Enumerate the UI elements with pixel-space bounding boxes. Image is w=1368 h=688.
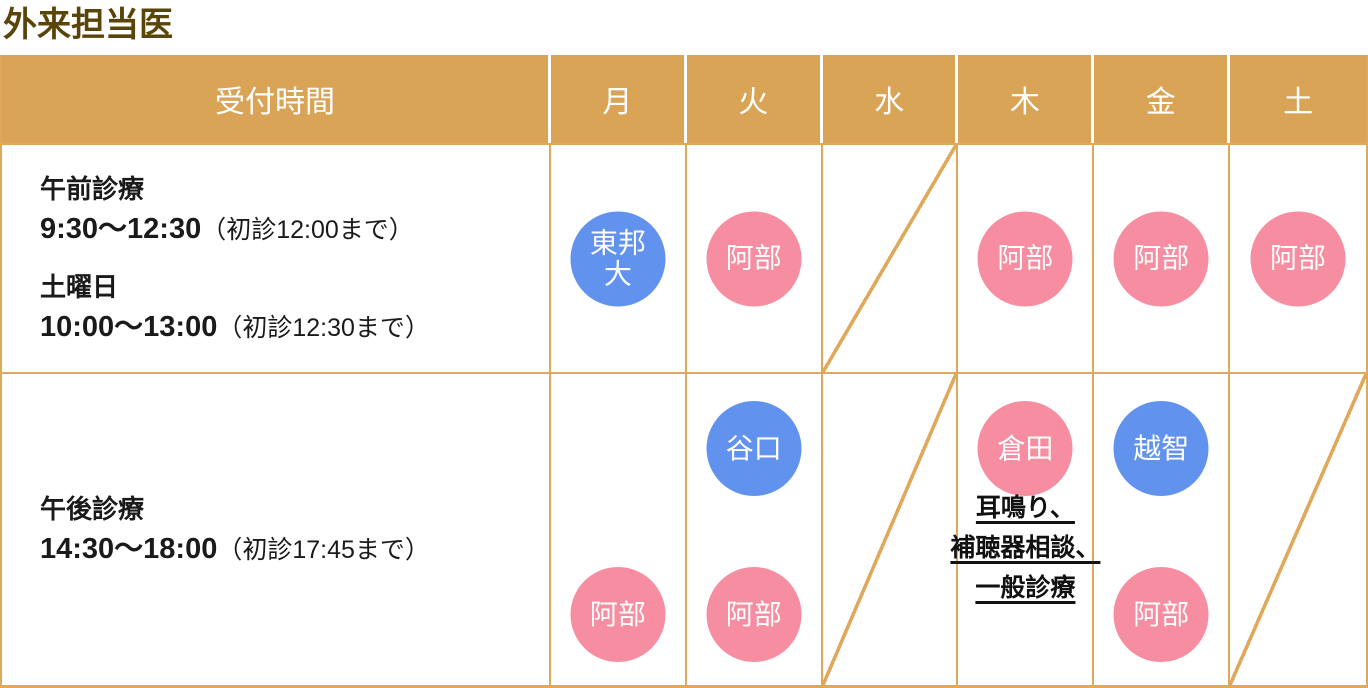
doctor-name: 倉田 (997, 432, 1054, 464)
doctor-name: 阿部 (725, 598, 782, 630)
note-line: 一般診療 (975, 574, 1076, 602)
day-header-wed: 水 (823, 55, 959, 143)
session-hours: 10:00〜13:00 (40, 310, 218, 343)
cell-morning-wed (822, 145, 959, 372)
day-header-sat: 土 (1283, 86, 1314, 119)
doctor-name: 阿部 (1133, 242, 1190, 274)
row-label-afternoon: 午後診療 14:30〜18:00（初診17:45まで） (2, 374, 551, 685)
note-line: 耳鳴り、 (975, 494, 1075, 522)
session-hours: 9:30〜12:30 (40, 212, 202, 245)
cell-afternoon-tue: 谷口阿部 (687, 374, 823, 685)
doctor-circle: 越智 (1113, 401, 1209, 496)
closed-diagonal-line (822, 145, 957, 372)
note-line: 補聴器相談、 (950, 534, 1101, 562)
doctor-name: 阿部 (589, 598, 646, 630)
doctor-circle: 阿部 (706, 211, 802, 306)
doctor-circle: 阿部 (706, 567, 802, 662)
cell-morning-tue: 阿部 (687, 145, 823, 372)
closed-diagonal-line (1230, 374, 1366, 685)
session-heading: 土曜日 (40, 271, 119, 302)
session-heading: 午後診療 (40, 493, 145, 524)
session-heading: 午前診療 (40, 173, 145, 204)
doctor-name: 阿部 (997, 242, 1054, 274)
doctor-name: 越智 (1133, 432, 1190, 464)
schedule-table: 受付時間 月火水木金 土 午前診療 9:30〜12:30（初診12:00まで） 土曜日… (0, 55, 1368, 688)
cell-morning-mon: 東邦大 (551, 145, 687, 372)
doctor-circle: 阿部 (977, 211, 1073, 306)
doctor-name: 大 (603, 258, 632, 290)
cell-afternoon-wed (822, 374, 959, 685)
day-header-fri: 金 (1094, 55, 1231, 143)
session-first-visit-note: （初診12:00まで） (201, 215, 414, 244)
doctor-name: 阿部 (725, 242, 782, 274)
doctor-circle: 阿部 (570, 567, 666, 662)
session-hours-line: 14:30〜18:00（初診17:45まで） (40, 529, 549, 570)
cell-morning-thu: 阿部 (958, 145, 1095, 372)
closed-diagonal-line (822, 374, 957, 685)
session-first-visit-note: （初診12:30まで） (217, 313, 430, 342)
doctor-circle: 阿部 (1250, 211, 1346, 306)
thursday-special-note: 耳鳴り、補聴器相談、一般診療 (950, 488, 1100, 608)
doctor-circle: 阿部 (1113, 567, 1209, 662)
session-hours-line: 9:30〜12:30（初診12:00まで） (40, 209, 549, 250)
day-header-tue: 火 (687, 55, 823, 143)
cell-afternoon-mon: 阿部 (551, 374, 687, 685)
cell-morning-sat: 阿部 (1230, 145, 1366, 372)
session-group: 土曜日 10:00〜13:00（初診12:30まで） (40, 268, 549, 348)
doctor-name: 谷口 (725, 432, 782, 464)
session-hours-line: 10:00〜13:00（初診12:30まで） (40, 307, 549, 348)
doctor-name: 阿部 (1270, 242, 1327, 274)
doctor-circle: 阿部 (1113, 211, 1209, 306)
doctor-circle: 谷口 (706, 401, 802, 496)
header-reception-hours: 受付時間 (2, 55, 551, 143)
session-first-visit-note: （初診17:45まで） (217, 535, 430, 564)
page-title: 外来担当医 (3, 6, 173, 44)
doctor-circle: 東邦大 (570, 211, 666, 306)
session-hours: 14:30〜18:00 (40, 532, 218, 565)
cell-morning-fri: 阿部 (1094, 145, 1231, 372)
header-row: 受付時間 月火水木金 土 (2, 55, 1366, 143)
doctor-circle: 倉田 (977, 401, 1073, 496)
cell-afternoon-thu: 倉田耳鳴り、補聴器相談、一般診療 (950, 374, 1100, 685)
cell-afternoon-sat (1230, 374, 1366, 685)
session-group: 午後診療 14:30〜18:00（初診17:45まで） (40, 490, 549, 570)
doctor-name: 阿部 (1133, 598, 1190, 630)
day-header-thu: 木 (958, 55, 1095, 143)
doctor-name: 東邦 (589, 227, 646, 259)
cell-afternoon-fri: 越智阿部 (1094, 374, 1231, 685)
session-group: 午前診療 9:30〜12:30（初診12:00まで） (40, 170, 549, 250)
day-header-mon: 月 (551, 55, 687, 143)
